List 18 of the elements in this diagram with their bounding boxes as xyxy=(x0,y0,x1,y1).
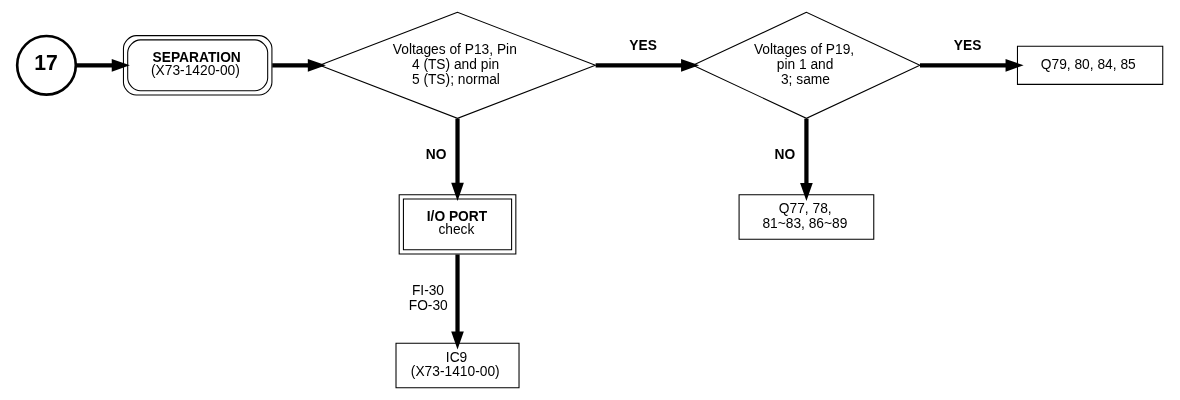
arrow xyxy=(451,254,464,350)
edge-label: NO xyxy=(774,147,796,163)
arrow xyxy=(75,59,130,72)
edge-label: NO xyxy=(425,147,447,163)
edge-label: YES xyxy=(953,37,982,53)
node-box: IC9 (X73-1410-00) xyxy=(395,342,520,389)
arrow xyxy=(920,59,1024,72)
arrow xyxy=(800,118,813,201)
arrow xyxy=(451,118,464,201)
edge-label: FI-30 FO-30 xyxy=(408,282,448,313)
arrow xyxy=(595,59,700,72)
node-box: I/O PORT check xyxy=(398,194,517,255)
arrow xyxy=(272,59,326,72)
edge-label: YES xyxy=(629,37,657,53)
node-box: Q77, 78, 81~83, 86~89 xyxy=(738,194,875,240)
node-box: SEPARATION (X73-1420-00) xyxy=(122,35,273,96)
node-circle: 17 xyxy=(15,34,78,96)
node-box: Q79, 80, 84, 85 xyxy=(1016,45,1164,85)
